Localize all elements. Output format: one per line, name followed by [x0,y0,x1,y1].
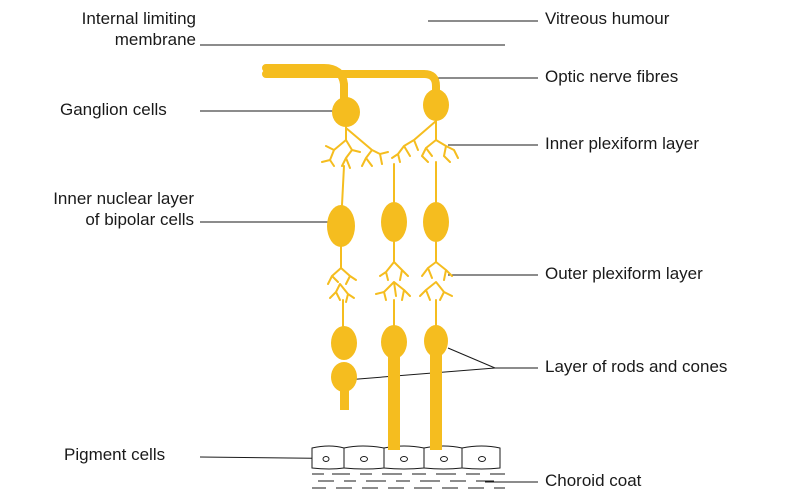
label-internal-limiting-membrane-line1: Internal limiting [28,8,196,29]
leader-lines [200,21,538,482]
photoreceptor-processes [343,300,436,326]
pigment-cells [312,440,500,469]
bipolar-cells [327,202,449,247]
label-ganglion-cells: Ganglion cells [60,99,167,120]
optic-nerve-fibres [266,68,436,100]
inner-plexiform-layer [322,121,458,168]
rods-and-cones [331,325,448,449]
choroid-coat [312,474,505,488]
label-inner-nuclear-layer-line1: Inner nuclear layer [8,188,194,209]
label-inner-nuclear-layer: Inner nuclear layer of bipolar cells [8,188,194,230]
bipolar-upper-processes [342,162,436,205]
label-layer-of-rods-and-cones: Layer of rods and cones [545,356,727,377]
label-outer-plexiform-layer: Outer plexiform layer [545,263,703,284]
label-vitreous-humour: Vitreous humour [545,8,669,29]
label-inner-nuclear-layer-line2: of bipolar cells [8,209,194,230]
label-pigment-cells: Pigment cells [64,444,165,465]
label-choroid-coat: Choroid coat [545,470,641,491]
leader-rods-cones-b [448,348,495,368]
outer-plexiform-layer [328,241,452,302]
ganglion-cells [332,89,449,127]
label-internal-limiting-membrane-line2: membrane [28,29,196,50]
leader-rods-cones-a [346,368,495,380]
label-inner-plexiform-layer: Inner plexiform layer [545,133,699,154]
label-internal-limiting-membrane: Internal limiting membrane [28,8,196,50]
label-optic-nerve-fibres: Optic nerve fibres [545,66,678,87]
